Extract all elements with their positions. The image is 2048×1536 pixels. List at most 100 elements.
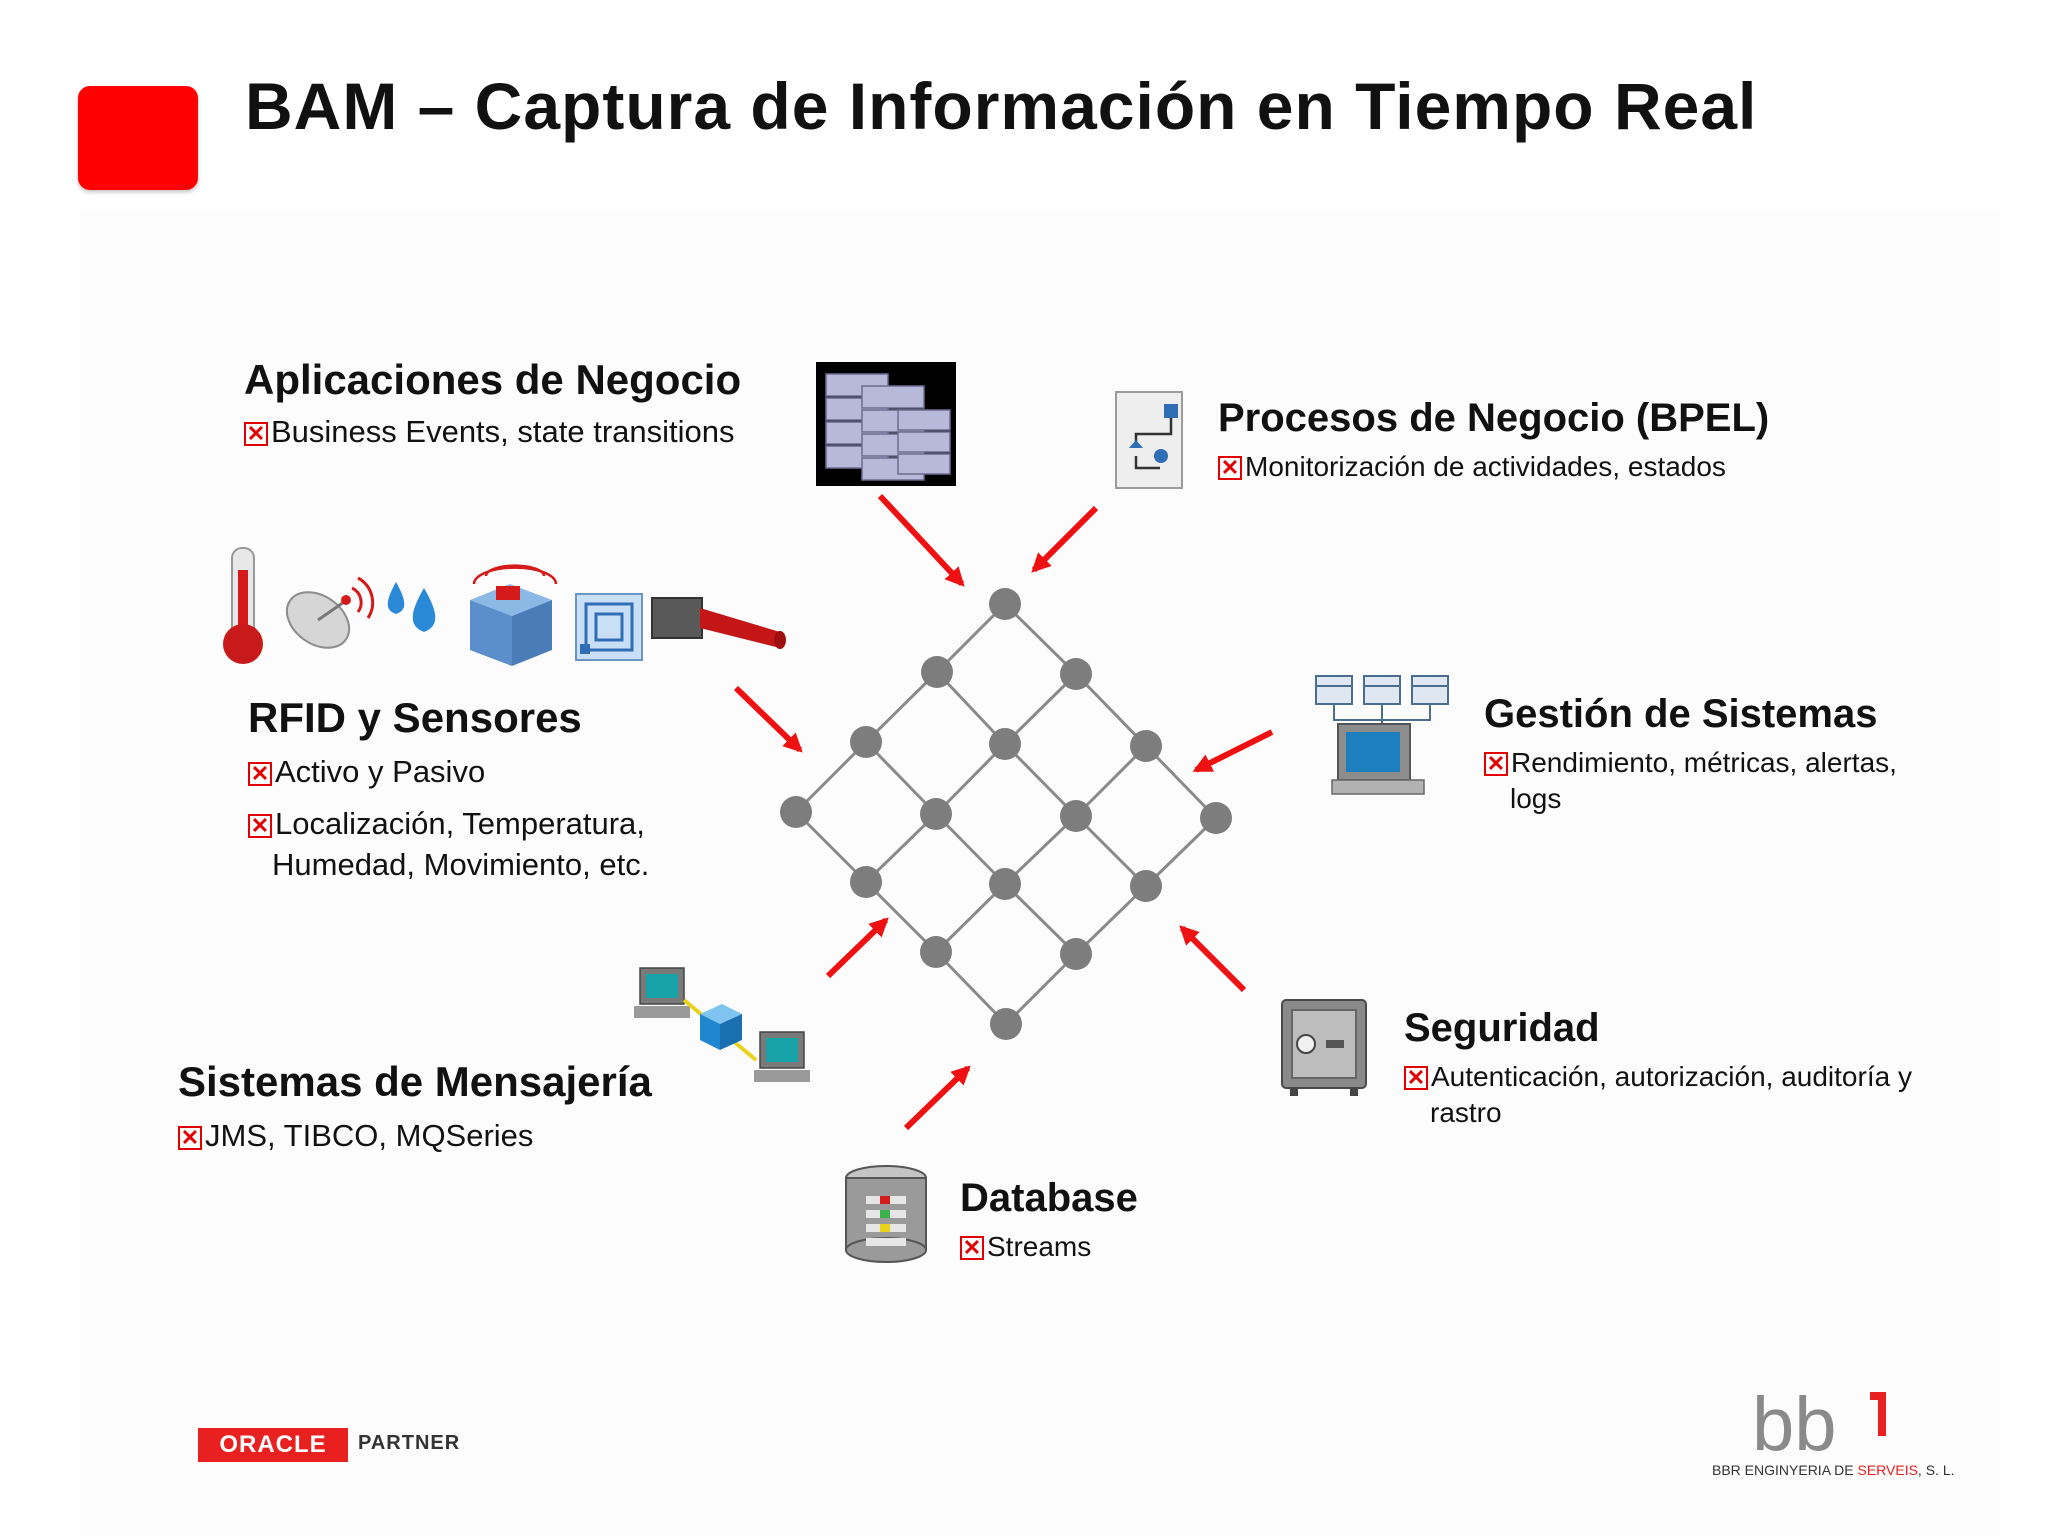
network-edge xyxy=(794,740,868,814)
servers-icon xyxy=(816,362,956,486)
checkbox-icon: ✕ xyxy=(1218,456,1242,480)
block-heading: Aplicaciones de Negocio xyxy=(244,356,742,403)
network-node xyxy=(1060,658,1092,690)
block-item: Autenticación, autorización, auditoría y xyxy=(1431,1061,1912,1092)
network-edge xyxy=(935,670,1007,746)
network-node xyxy=(989,728,1021,760)
red-logo-square xyxy=(78,86,198,190)
network-edge xyxy=(1003,672,1078,746)
rfid-tag-icon xyxy=(575,593,643,661)
block-heading: Database xyxy=(960,1176,1138,1220)
network-edge xyxy=(1074,672,1148,748)
network-edge xyxy=(864,812,938,884)
red-arrow xyxy=(877,493,965,587)
network-node xyxy=(989,588,1021,620)
oracle-logo: ORACLE xyxy=(198,1428,348,1462)
block-procesos-negocio: Procesos de Negocio (BPEL) ✕Monitorizaci… xyxy=(1218,396,1769,485)
network-node xyxy=(990,1008,1022,1040)
oracle-partner-label: PARTNER xyxy=(358,1432,461,1454)
block-item: JMS, TIBCO, MQSeries xyxy=(205,1118,534,1153)
rfid-reader-icon xyxy=(470,564,558,666)
network-edge xyxy=(864,880,938,954)
block-item: Business Events, state transitions xyxy=(271,414,735,449)
checkbox-icon: ✕ xyxy=(960,1236,984,1260)
block-gestion-sistemas: Gestión de Sistemas ✕Rendimiento, métric… xyxy=(1484,692,1897,818)
network-node xyxy=(1200,802,1232,834)
block-heading: Gestión de Sistemas xyxy=(1484,692,1878,736)
block-item-continued: logs xyxy=(1510,783,1562,815)
database-icon xyxy=(845,1165,927,1263)
block-item: Activo y Pasivo xyxy=(275,754,486,789)
network-node xyxy=(1130,730,1162,762)
network-edge xyxy=(1144,816,1218,888)
slide-panel xyxy=(80,210,2000,1536)
process-icon xyxy=(1115,391,1183,489)
thermometer-icon xyxy=(223,547,263,664)
network-node xyxy=(780,796,812,828)
block-rfid-sensores: RFID y Sensores ✕Activo y Pasivo ✕Locali… xyxy=(248,694,649,885)
network-node xyxy=(1130,870,1162,902)
network-edge xyxy=(1003,602,1078,676)
laser-scanner-icon xyxy=(651,597,786,649)
bbr-name-suffix: , S. L. xyxy=(1917,1462,1955,1478)
water-drops-icon xyxy=(387,582,436,632)
network-edge xyxy=(1003,814,1078,886)
safe-icon xyxy=(1281,999,1367,1096)
block-heading: Sistemas de Mensajería xyxy=(178,1058,652,1105)
block-database: Database ✕Streams xyxy=(960,1176,1138,1265)
network-edge xyxy=(934,950,1008,1026)
block-item: Rendimiento, métricas, alertas, xyxy=(1511,747,1897,778)
network-edge xyxy=(934,742,1007,816)
network-node xyxy=(920,798,952,830)
checkbox-icon: ✕ xyxy=(248,762,272,786)
network-edge xyxy=(1144,744,1218,820)
red-arrow xyxy=(1031,505,1099,573)
block-item: Localización, Temperatura, xyxy=(275,806,645,842)
network-node xyxy=(920,936,952,968)
network-node xyxy=(850,866,882,898)
network-node xyxy=(1060,938,1092,970)
messaging-icon xyxy=(634,967,810,1082)
network-edge xyxy=(1003,882,1078,956)
network-node xyxy=(921,656,953,688)
checkbox-icon: ✕ xyxy=(178,1126,202,1150)
block-item: Streams xyxy=(987,1231,1092,1262)
checkbox-icon: ✕ xyxy=(1484,752,1508,776)
red-arrow xyxy=(825,917,889,979)
network-edge xyxy=(1003,742,1078,818)
bbr-name-prefix: BBR ENGINYERIA DE xyxy=(1712,1462,1858,1478)
block-item: Monitorización de actividades, estados xyxy=(1245,451,1726,482)
network-node xyxy=(1060,800,1092,832)
network-edge xyxy=(935,602,1007,674)
bbr-logo-text: bb xyxy=(1752,1388,1837,1460)
checkbox-icon: ✕ xyxy=(244,422,268,446)
block-aplicaciones-negocio: Aplicaciones de Negocio ✕Business Events… xyxy=(244,356,741,452)
block-item-continued: rastro xyxy=(1430,1097,1502,1129)
block-heading: Seguridad xyxy=(1404,1006,1600,1050)
block-heading: Procesos de Negocio (BPEL) xyxy=(1218,396,1770,440)
network-edge xyxy=(934,882,1007,954)
bbr-logo: bb xyxy=(1752,1388,1886,1460)
satellite-dish-icon xyxy=(285,576,375,649)
network-edge xyxy=(1074,744,1148,818)
network-edge xyxy=(934,812,1007,886)
red-arrow xyxy=(903,1065,971,1131)
page-title: BAM – Captura de Información en Tiempo R… xyxy=(245,69,1758,143)
red-arrow xyxy=(733,685,803,753)
network-edge xyxy=(1004,952,1078,1026)
systems-management-icon xyxy=(1315,675,1449,795)
network-edge xyxy=(1074,814,1148,888)
block-sistemas-mensajeria: Sistemas de Mensajería ✕JMS, TIBCO, MQSe… xyxy=(178,1058,652,1156)
network-edge xyxy=(864,670,939,744)
network-edge xyxy=(864,740,938,816)
network-node xyxy=(989,868,1021,900)
block-seguridad: Seguridad ✕Autenticación, autorización, … xyxy=(1404,1006,1912,1132)
block-item-continued: Humedad, Movimiento, etc. xyxy=(272,846,650,882)
red-arrow xyxy=(1192,729,1274,773)
bbr-name-red: SERVEIS xyxy=(1857,1462,1918,1478)
network-node xyxy=(850,726,882,758)
red-arrow xyxy=(1179,925,1247,993)
network-edge xyxy=(1074,884,1148,956)
checkbox-icon: ✕ xyxy=(1404,1066,1428,1090)
